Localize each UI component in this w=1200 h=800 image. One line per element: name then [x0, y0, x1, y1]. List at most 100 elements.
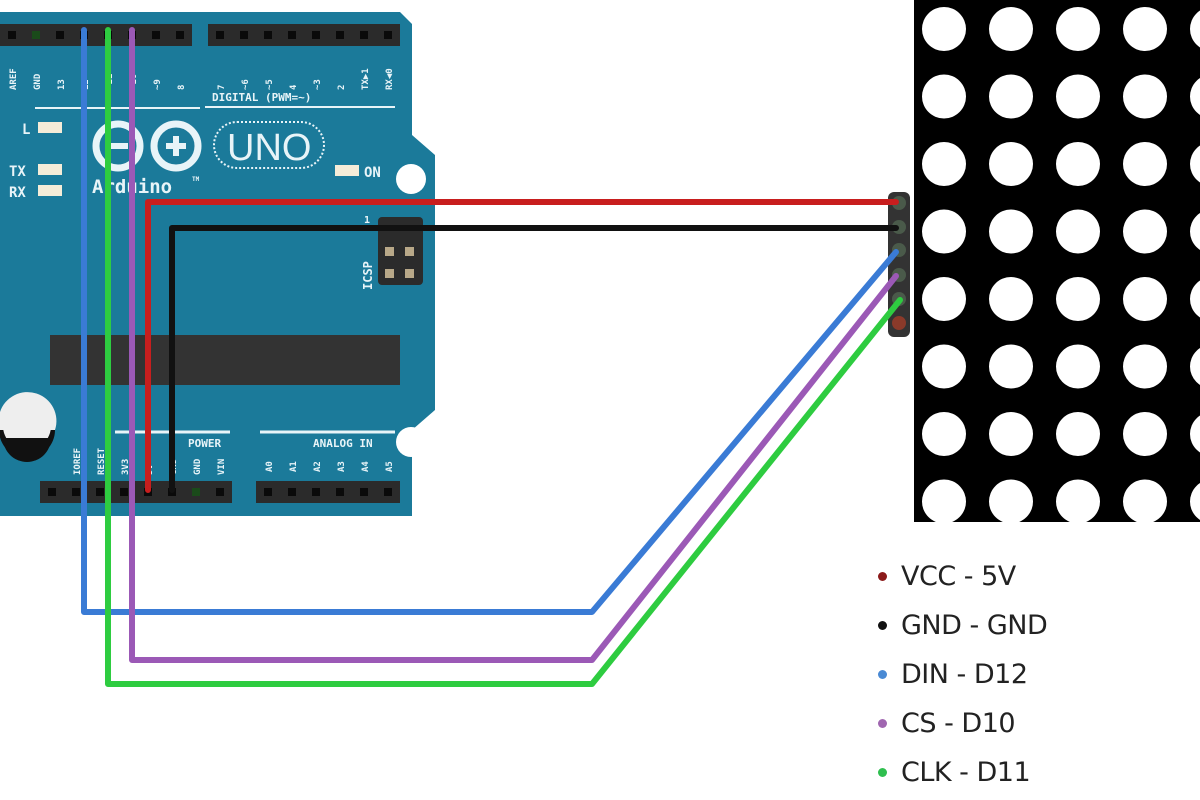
matrix-led	[1123, 209, 1167, 254]
led-tx	[38, 164, 62, 175]
header-pin	[384, 488, 392, 496]
led-rx	[38, 185, 62, 196]
mounting-hole	[396, 427, 426, 457]
header-pin	[8, 31, 16, 39]
header-pin	[360, 488, 368, 496]
wire-cs	[129, 27, 899, 663]
pin-label: ~6	[241, 79, 251, 90]
matrix-led	[1056, 479, 1100, 524]
mounting-hole	[396, 164, 426, 194]
wire-din	[81, 27, 899, 615]
matrix-led	[1123, 344, 1167, 389]
uno-badge	[213, 121, 325, 169]
matrix-led	[989, 479, 1033, 524]
matrix-led	[1056, 142, 1100, 186]
matrix-led	[922, 344, 966, 389]
matrix-led	[1190, 145, 1200, 183]
pin-label: 2	[337, 85, 347, 90]
header-pin	[312, 488, 320, 496]
pin-label: ~3	[313, 79, 323, 90]
pin-label: 3V3	[121, 459, 131, 475]
header-pin	[72, 488, 80, 496]
led-on	[335, 165, 359, 176]
matrix-led	[989, 142, 1033, 186]
header-pin	[360, 31, 368, 39]
matrix-led	[922, 7, 966, 51]
header-pin	[96, 488, 104, 496]
header-pin	[152, 31, 160, 39]
matrix-led	[989, 277, 1033, 321]
matrix-led	[1056, 412, 1100, 456]
pin-label: GND	[193, 458, 203, 475]
matrix-led	[1190, 213, 1200, 250]
matrix-led	[1056, 277, 1100, 321]
matrix-led	[1123, 7, 1167, 51]
matrix-led	[922, 412, 966, 456]
matrix-led	[1190, 348, 1200, 385]
pin-label: 13	[57, 79, 67, 90]
legend-dot-icon	[878, 719, 887, 728]
header-pin	[32, 31, 40, 39]
legend-item-clk: CLK - D11	[878, 748, 1047, 797]
legend-dot-icon	[878, 621, 887, 630]
matrix-led	[989, 7, 1033, 51]
legend-text: CLK - D11	[901, 757, 1031, 788]
matrix-led	[989, 209, 1033, 254]
legend-item-din: DIN - D12	[878, 650, 1047, 699]
icsp-pin1: 1	[364, 215, 370, 226]
wires	[81, 27, 903, 687]
microcontroller-chip	[50, 335, 400, 385]
led-tx-label: TX	[9, 164, 26, 180]
icsp-header	[378, 217, 423, 285]
pin-label: TX▶1	[361, 68, 371, 90]
matrix-led	[1123, 277, 1167, 321]
model-label: UNO	[227, 127, 311, 169]
matrix-led	[1190, 415, 1200, 453]
pin-label: A4	[361, 461, 371, 472]
pin-label: RESET	[97, 447, 107, 475]
matrix-led	[922, 479, 966, 524]
pin-label: A5	[385, 461, 395, 472]
led-l-label: L	[22, 122, 30, 138]
legend-text: DIN - D12	[901, 659, 1028, 690]
header-pin	[264, 31, 272, 39]
pin-label: AREF	[9, 68, 19, 90]
pin-label: 8	[177, 85, 187, 90]
pin-label: A0	[265, 461, 275, 472]
pin-label: GND	[33, 73, 43, 90]
capacitor	[0, 392, 57, 462]
legend-text: VCC - 5V	[901, 561, 1016, 592]
legend-item-vcc: VCC - 5V	[878, 552, 1047, 601]
header-pin	[288, 31, 296, 39]
matrix-led	[922, 209, 966, 254]
pin-label: VIN	[217, 459, 227, 475]
top-header-left	[0, 24, 192, 46]
led-on-label: ON	[364, 165, 381, 181]
header-pin	[176, 31, 184, 39]
legend-dot-icon	[878, 670, 887, 679]
matrix-led	[989, 344, 1033, 389]
arduino-logo-icon	[92, 120, 202, 172]
matrix-led	[922, 142, 966, 186]
wire-gnd	[169, 225, 899, 493]
matrix-led	[1190, 483, 1200, 520]
matrix-led	[1056, 209, 1100, 254]
matrix-led	[1123, 142, 1167, 186]
pin-label: 4	[289, 84, 299, 90]
matrix-led	[922, 74, 966, 119]
matrix-led	[1123, 74, 1167, 119]
pin-label: 7	[217, 85, 227, 90]
pin-label: RX◀0	[385, 68, 395, 90]
header-pin	[384, 31, 392, 39]
led-matrix-module	[888, 0, 1200, 524]
header-pin	[288, 488, 296, 496]
led-l	[38, 122, 62, 133]
matrix-led	[1190, 280, 1200, 318]
icsp-label: ICSP	[361, 261, 375, 290]
matrix-led	[1123, 412, 1167, 456]
legend-item-gnd: GND - GND	[878, 601, 1048, 650]
matrix-led	[1056, 344, 1100, 389]
header-pin	[240, 31, 248, 39]
header-pin	[312, 31, 320, 39]
